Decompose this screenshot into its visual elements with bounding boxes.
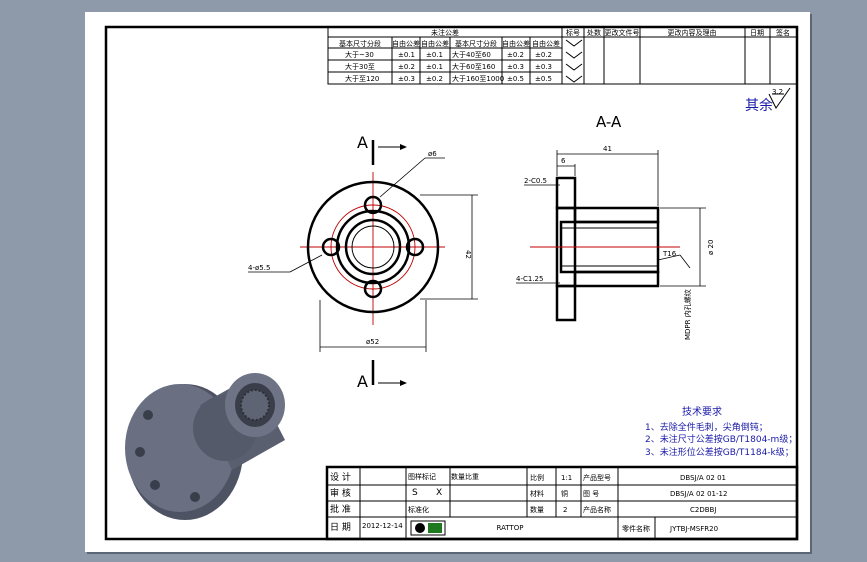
role-label: 设 计 (330, 471, 351, 483)
change-header: 更改内容及理由 (668, 28, 717, 37)
part-label: 零件名称 (622, 524, 650, 533)
tol-row: 大于30至 ±0.2 ±0.1 大于60至160 ±0.3 ±0.3 (345, 62, 552, 71)
svg-text:±0.5: ±0.5 (507, 75, 524, 83)
role-label: 日 期 (330, 522, 351, 533)
standardization-label: 标准化 (408, 505, 429, 514)
change-header: 日期 (750, 29, 764, 37)
company-logo (410, 520, 446, 536)
bore-dim: ø 20 (707, 240, 715, 255)
svg-text:±0.5: ±0.5 (535, 75, 552, 83)
tol-header: 自由公差 (502, 39, 530, 48)
scale-value: 1:1 (561, 474, 572, 482)
product-name-label: 产品名称 (583, 505, 611, 514)
product-model-label: 产品型号 (583, 473, 611, 482)
date-value: 2012-12-14 (362, 522, 403, 530)
pcd-dim: 42 (464, 250, 472, 259)
svg-text:大于~30: 大于~30 (345, 50, 374, 59)
svg-text:±0.3: ±0.3 (535, 63, 552, 71)
roughness-value: 3.2 (772, 88, 783, 96)
cut-label-bottom: A (357, 372, 368, 391)
svg-text:±0.2: ±0.2 (426, 75, 443, 83)
drawing-no-value: DBSJ/A 02 01-12 (670, 490, 727, 498)
change-header: 处数 (587, 28, 601, 37)
svg-text:±0.1: ±0.1 (398, 51, 415, 59)
hole-dim: ø6 (428, 150, 437, 158)
material-label: 材料 (530, 489, 544, 498)
role-label: 批 准 (330, 503, 351, 515)
quantity-label: 数量 (530, 505, 544, 514)
section-view: A-A 41 (516, 113, 715, 340)
change-header: 签名 (776, 28, 790, 37)
scale-label: 比例 (530, 473, 544, 482)
change-header: 标号 (566, 28, 580, 37)
svg-text:大于30至: 大于30至 (345, 62, 375, 71)
svg-text:大于40至60: 大于40至60 (452, 50, 491, 59)
tol-row: 大于~30 ±0.1 ±0.1 大于40至60 ±0.2 ±0.2 (345, 50, 552, 59)
change-header: 更改文件号 (605, 28, 640, 37)
thread-dim: T16 (662, 250, 677, 258)
tolerance-table: 未注公差 基本尺寸分段 自由公差 自由公差 基本尺寸分段 自由公差 自由公差 大… (327, 26, 583, 85)
mark-s: S (412, 488, 418, 498)
chamfer-bottom: 4-C1.25 (516, 275, 543, 283)
thread-note: MDPR 内孔螺纹 (683, 289, 692, 340)
roughness-symbol: 其余 3.2 (745, 87, 791, 114)
svg-text:±0.2: ±0.2 (398, 63, 415, 71)
technical-requirements: 技术要求 1、去除全件毛刺，尖角倒钝； 2、未注尺寸公差按GB/T1804-m级… (645, 405, 797, 458)
tol-header: 基本尺寸分段 (339, 39, 381, 48)
tech-title: 技术要求 (682, 405, 722, 418)
tol-header: 自由公差 (421, 39, 449, 48)
material-value: 铜 (561, 489, 568, 498)
tolerance-table-title: 未注公差 (431, 28, 459, 37)
svg-text:±0.1: ±0.1 (426, 51, 443, 59)
roughness-prefix: 其余 (745, 97, 773, 114)
drawing-mark-label: 图样标记 (408, 472, 436, 481)
tech-item: 2、未注尺寸公差按GB/T1804-m级； (645, 433, 797, 445)
svg-text:±0.2: ±0.2 (507, 51, 524, 59)
svg-text:大于160至1000: 大于160至1000 (452, 74, 504, 83)
svg-text:±0.2: ±0.2 (535, 51, 552, 59)
quantity-value: 2 (563, 506, 567, 514)
cut-label-top: A (357, 133, 368, 152)
product-model-value: DBSJ/A 02 01 (680, 474, 726, 482)
chamfer-top: 2-C0.5 (524, 177, 547, 185)
holes-dim: 4-ø5.5 (248, 264, 270, 272)
tech-item: 1、去除全件毛刺，尖角倒钝； (645, 421, 768, 433)
mark-x: X (436, 488, 442, 498)
part-name: JYTBJ-MSFR20 (669, 525, 718, 533)
title-block: 设 计 审 核 批 准 日 期 2012-12-14 图样标记 数量比重 S X… (325, 465, 799, 541)
front-view: A A ø6 4-ø5.5 42 ø52 (248, 133, 478, 391)
drawing-no-label: 图 号 (583, 490, 599, 498)
change-record-table: 标号 处数 更改文件号 更改内容及理由 日期 签名 (561, 26, 798, 85)
weight-label: 数量比重 (451, 472, 479, 481)
tol-header: 基本尺寸分段 (455, 39, 497, 48)
dia-dim: ø52 (366, 338, 379, 346)
product-name-value: C2DBBJ (690, 506, 716, 514)
length-dim: 41 (603, 145, 612, 153)
isometric-model (125, 373, 285, 520)
flange-dim: 6 (561, 157, 566, 165)
company-name: RATTOP (497, 524, 524, 532)
tech-item: 3、未注形位公差按GB/T1184-k级； (645, 446, 794, 458)
tol-header: 自由公差 (392, 39, 420, 48)
svg-text:±0.3: ±0.3 (507, 63, 524, 71)
role-label: 审 核 (330, 487, 351, 499)
tol-row: 大于至120 ±0.3 ±0.2 大于160至1000 ±0.5 ±0.5 (345, 74, 552, 83)
svg-text:±0.1: ±0.1 (426, 63, 443, 71)
svg-text:大于至120: 大于至120 (345, 74, 379, 83)
section-label: A-A (596, 113, 622, 131)
svg-text:大于60至160: 大于60至160 (452, 62, 495, 71)
tol-header: 自由公差 (532, 39, 560, 48)
svg-text:±0.3: ±0.3 (398, 75, 415, 83)
